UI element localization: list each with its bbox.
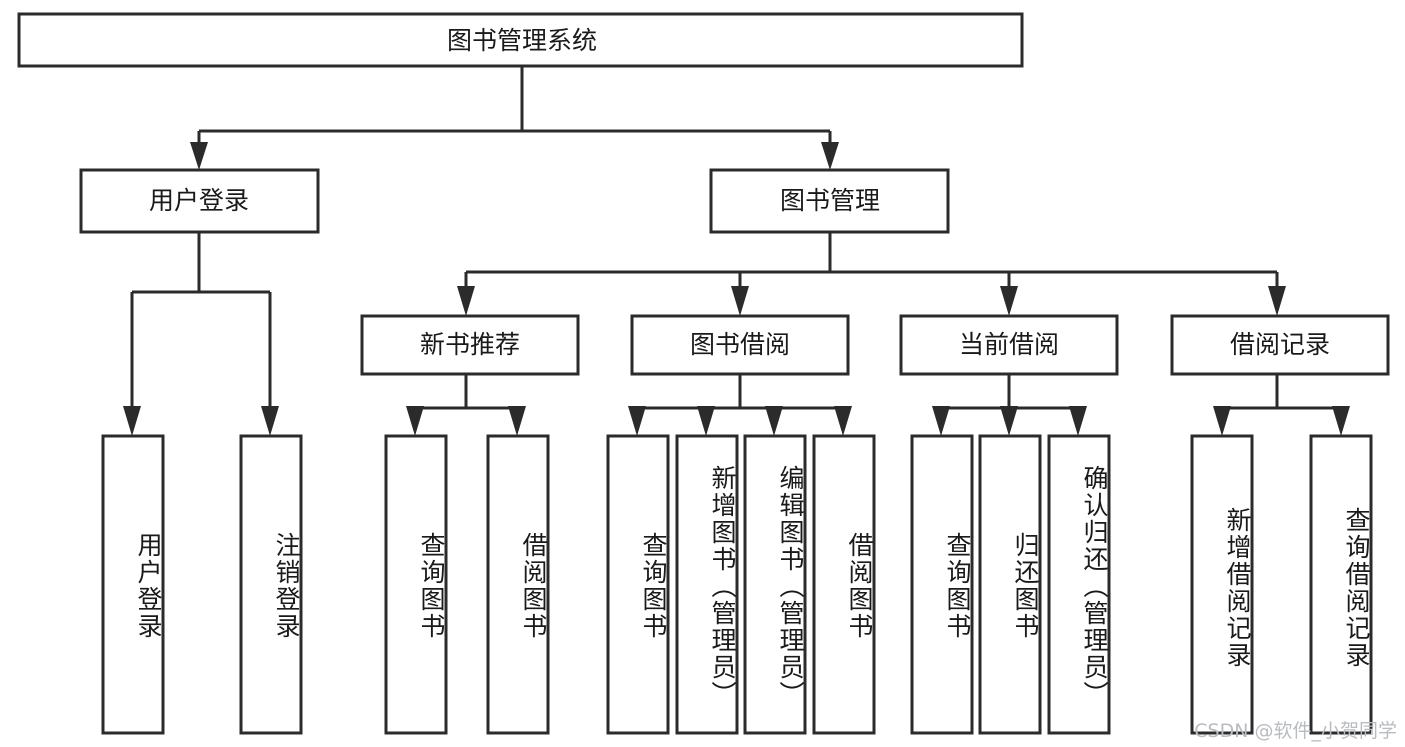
node-user-login-label: 用户登录 bbox=[149, 186, 249, 215]
leaf-node-query-borrow-record[interactable]: 查询借阅记录 bbox=[1309, 434, 1373, 735]
leaf-node-user-login-label: 用户登录 bbox=[134, 532, 163, 640]
leaf-node-borrow-book-borrow[interactable]: 借阅图书 bbox=[812, 434, 876, 735]
node-book-borrow[interactable]: 图书借阅 bbox=[630, 314, 850, 376]
leaf-node-query-book-borrow[interactable]: 查询图书 bbox=[606, 434, 670, 735]
leaf-node-query-book-current-label: 查询图书 bbox=[943, 532, 972, 640]
leaf-node-query-book-rec-box[interactable] bbox=[384, 434, 448, 735]
leaf-node-query-borrow-record-box[interactable] bbox=[1309, 434, 1373, 735]
arrowhead-leaf-1 bbox=[261, 406, 279, 436]
arrowhead-leaf-9 bbox=[1000, 406, 1018, 436]
node-user-login-box[interactable] bbox=[79, 168, 320, 234]
node-root-box[interactable] bbox=[17, 12, 1024, 68]
leaf-node-borrow-book-rec[interactable]: 借阅图书 bbox=[486, 434, 550, 735]
arrowhead-user-login bbox=[190, 142, 208, 170]
leaf-node-edit-book-admin-label: 编辑图书（管理员） bbox=[776, 465, 805, 708]
node-root-label: 图书管理系统 bbox=[447, 26, 597, 55]
edges-layer bbox=[123, 66, 1350, 436]
node-book-management-box[interactable] bbox=[709, 168, 950, 234]
node-new-book-recommend[interactable]: 新书推荐 bbox=[360, 314, 580, 376]
leaf-node-confirm-return-admin-box[interactable] bbox=[1047, 434, 1111, 735]
arrowhead-leaf-8 bbox=[932, 406, 950, 436]
leaf-nodes-layer: 用户登录 注销登录 查询图书 借阅图书 bbox=[101, 434, 1373, 735]
node-borrow-record-label: 借阅记录 bbox=[1230, 330, 1330, 359]
node-current-borrow[interactable]: 当前借阅 bbox=[899, 314, 1119, 376]
node-current-borrow-box[interactable] bbox=[899, 314, 1119, 376]
arrowhead-leaf-10 bbox=[1069, 406, 1087, 436]
leaf-node-user-login[interactable]: 用户登录 bbox=[101, 434, 165, 735]
arrowhead-leaf-7 bbox=[834, 406, 852, 436]
leaf-node-return-book[interactable]: 归还图书 bbox=[978, 434, 1042, 735]
arrowhead-leaf-0 bbox=[123, 406, 141, 436]
node-book-borrow-box[interactable] bbox=[630, 314, 850, 376]
arrowhead-leaf-5 bbox=[697, 406, 715, 436]
leaf-node-query-book-rec-label: 查询图书 bbox=[417, 532, 446, 640]
node-user-login[interactable]: 用户登录 bbox=[79, 168, 320, 234]
arrowhead-leaf-11 bbox=[1213, 406, 1231, 436]
arrowhead-leaf-6 bbox=[765, 406, 783, 436]
leaf-node-query-book-current[interactable]: 查询图书 bbox=[910, 434, 974, 735]
leaf-node-add-borrow-record-label: 新增借阅记录 bbox=[1223, 506, 1252, 669]
leaf-node-confirm-return-admin-label: 确认归还（管理员） bbox=[1080, 465, 1109, 708]
leaf-node-add-book-admin[interactable]: 新增图书（管理员） bbox=[675, 434, 739, 735]
arrowhead-leaf-2 bbox=[406, 406, 424, 436]
arrowhead-l3-0 bbox=[457, 286, 475, 316]
leaf-node-query-book-current-box[interactable] bbox=[910, 434, 974, 735]
leaf-node-return-book-box[interactable] bbox=[978, 434, 1042, 735]
node-root[interactable]: 图书管理系统 bbox=[17, 12, 1024, 68]
leaf-node-query-book-rec[interactable]: 查询图书 bbox=[384, 434, 448, 735]
leaf-node-add-book-admin-label: 新增图书（管理员） bbox=[708, 465, 737, 708]
arrowhead-leaf-4 bbox=[628, 406, 646, 436]
leaf-node-return-book-label: 归还图书 bbox=[1011, 532, 1040, 640]
leaf-node-edit-book-admin-box[interactable] bbox=[743, 434, 807, 735]
arrowhead-leaf-12 bbox=[1332, 406, 1350, 436]
leaf-node-add-borrow-record[interactable]: 新增借阅记录 bbox=[1190, 434, 1254, 735]
leaf-node-logout-label: 注销登录 bbox=[272, 532, 301, 640]
leaf-node-add-book-admin-box[interactable] bbox=[675, 434, 739, 735]
node-book-borrow-label: 图书借阅 bbox=[690, 330, 790, 359]
arrowhead-l3-1 bbox=[731, 286, 749, 316]
leaf-node-confirm-return-admin[interactable]: 确认归还（管理员） bbox=[1047, 434, 1111, 735]
leaf-node-query-book-borrow-label: 查询图书 bbox=[639, 532, 668, 640]
leaf-node-logout-box[interactable] bbox=[239, 434, 303, 735]
node-book-management-label: 图书管理 bbox=[780, 186, 880, 215]
arrowhead-book-mgmt bbox=[821, 142, 839, 170]
leaf-node-edit-book-admin[interactable]: 编辑图书（管理员） bbox=[743, 434, 807, 735]
node-borrow-record-box[interactable] bbox=[1170, 314, 1390, 376]
leaf-node-borrow-book-rec-box[interactable] bbox=[486, 434, 550, 735]
arrowhead-leaf-3 bbox=[508, 406, 526, 436]
leaf-node-user-login-box[interactable] bbox=[101, 434, 165, 735]
arrowhead-l3-2 bbox=[1000, 286, 1018, 316]
leaf-node-logout[interactable]: 注销登录 bbox=[239, 434, 303, 735]
node-current-borrow-label: 当前借阅 bbox=[959, 330, 1059, 359]
node-new-book-recommend-box[interactable] bbox=[360, 314, 580, 376]
leaf-node-borrow-book-borrow-label: 借阅图书 bbox=[845, 532, 874, 640]
leaf-node-add-borrow-record-box[interactable] bbox=[1190, 434, 1254, 735]
node-new-book-recommend-label: 新书推荐 bbox=[420, 330, 520, 359]
leaf-node-query-borrow-record-label: 查询借阅记录 bbox=[1342, 506, 1371, 669]
node-book-management[interactable]: 图书管理 bbox=[709, 168, 950, 234]
arrowhead-l3-3 bbox=[1268, 286, 1286, 316]
leaf-node-borrow-book-rec-label: 借阅图书 bbox=[519, 532, 548, 640]
leaf-node-borrow-book-borrow-box[interactable] bbox=[812, 434, 876, 735]
leaf-node-query-book-borrow-box[interactable] bbox=[606, 434, 670, 735]
node-borrow-record[interactable]: 借阅记录 bbox=[1170, 314, 1390, 376]
